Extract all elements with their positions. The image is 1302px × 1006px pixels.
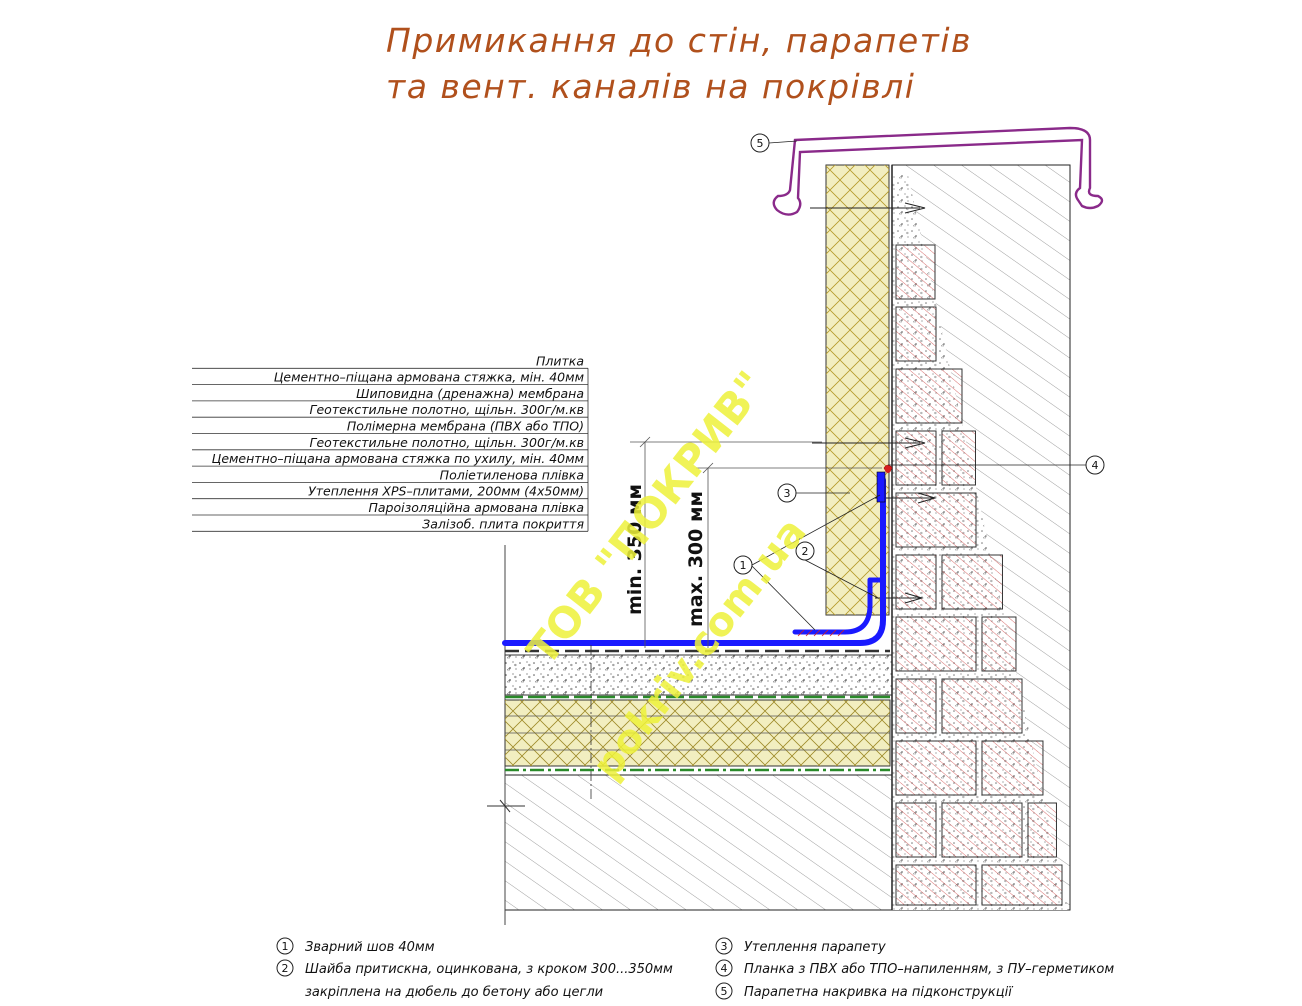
brick xyxy=(895,802,937,858)
svg-text:4: 4 xyxy=(1092,459,1099,472)
brick xyxy=(895,554,937,610)
layer-label: Полімерна мембрана (ПВХ або ТПО) xyxy=(347,419,584,434)
brick xyxy=(895,678,937,734)
callout-5: 5 xyxy=(750,133,798,153)
xps-insulation xyxy=(504,699,891,767)
brick xyxy=(941,802,1023,858)
legend-item-1: Зварний шов 40мм xyxy=(305,940,435,955)
layer-label: Поліетиленова плівка xyxy=(440,467,584,482)
brick xyxy=(895,368,963,424)
layer-label: Плитка xyxy=(536,353,584,368)
callout-3: 3 xyxy=(777,483,850,503)
brick xyxy=(941,554,1003,610)
brick xyxy=(895,430,937,486)
break-symbol xyxy=(487,799,525,813)
dimension-lines xyxy=(630,436,882,648)
svg-text:2: 2 xyxy=(282,962,289,975)
svg-text:5: 5 xyxy=(757,137,764,150)
svg-text:3: 3 xyxy=(784,487,791,500)
layer-label: Утеплення XPS–плитами, 200мм (4х50мм) xyxy=(308,484,584,499)
brick xyxy=(941,430,976,486)
svg-text:4: 4 xyxy=(721,962,728,975)
brick xyxy=(941,678,1023,734)
parapet-insulation xyxy=(825,164,890,616)
layer-label: Геотекстильне полотно, щільн. 300г/м.кв xyxy=(310,402,584,417)
layer-label: Цементно–піщана армована стяжка по ухилу… xyxy=(212,451,584,466)
parapet-cap xyxy=(772,126,1104,216)
brick xyxy=(895,244,936,300)
legend-item-2: Шайба притискна, оцинкована, з кроком 30… xyxy=(305,962,673,977)
brick-courses xyxy=(895,244,1063,906)
layer-label: Залізоб. плита покриття xyxy=(422,516,584,531)
layer-label: Пароізоляційна армована плівка xyxy=(368,500,584,515)
termination-bar xyxy=(876,464,893,503)
layer-label: Геотекстильне полотно, щільн. 300г/м.кв xyxy=(310,435,584,450)
dimension-min: min. 350 мм xyxy=(624,484,646,615)
legend-item-5: Парапетна накривка на підконструкції xyxy=(744,985,1013,1000)
svg-text:5: 5 xyxy=(721,985,728,998)
legend-item-2b: закріплена на дюбель до бетону або цегли xyxy=(305,985,603,1000)
weld-zone xyxy=(797,629,845,637)
dimension-max: max. 300 мм xyxy=(685,491,707,627)
svg-text:1: 1 xyxy=(282,940,289,953)
brick xyxy=(895,306,937,362)
svg-text:1: 1 xyxy=(740,559,747,572)
callout-2: 2 xyxy=(795,541,879,599)
legend: 1 Зварний шов 40мм 2 Шайба притискна, оц… xyxy=(276,937,1114,1000)
layer-label: Цементно–піщана армована стяжка, мін. 40… xyxy=(274,370,584,385)
layer-label: Шиповидна (дренажна) мембрана xyxy=(356,386,584,401)
slab-concrete xyxy=(505,774,892,911)
brick xyxy=(981,740,1044,796)
callout-4: 4 xyxy=(888,455,1105,475)
pvc-membrane xyxy=(502,477,886,646)
brick xyxy=(981,864,1063,906)
legend-item-3: Утеплення парапету xyxy=(744,940,886,955)
title-line-1: Примикання до стін, парапетів xyxy=(386,21,972,60)
svg-text:2: 2 xyxy=(802,545,809,558)
title-line-2: та вент. каналів на покрівлі xyxy=(386,67,915,106)
brick xyxy=(1027,802,1057,858)
brick xyxy=(895,864,977,906)
callout-1: 1 xyxy=(733,494,881,631)
brick xyxy=(895,616,977,672)
brick xyxy=(895,492,977,548)
svg-text:3: 3 xyxy=(721,940,728,953)
brick xyxy=(981,616,1017,672)
cement-screed xyxy=(504,654,893,696)
legend-item-4: Планка з ПВХ або ТПО–напиленням, з ПУ–ге… xyxy=(744,962,1114,977)
brick xyxy=(895,740,977,796)
dowel-anchors xyxy=(810,202,937,604)
